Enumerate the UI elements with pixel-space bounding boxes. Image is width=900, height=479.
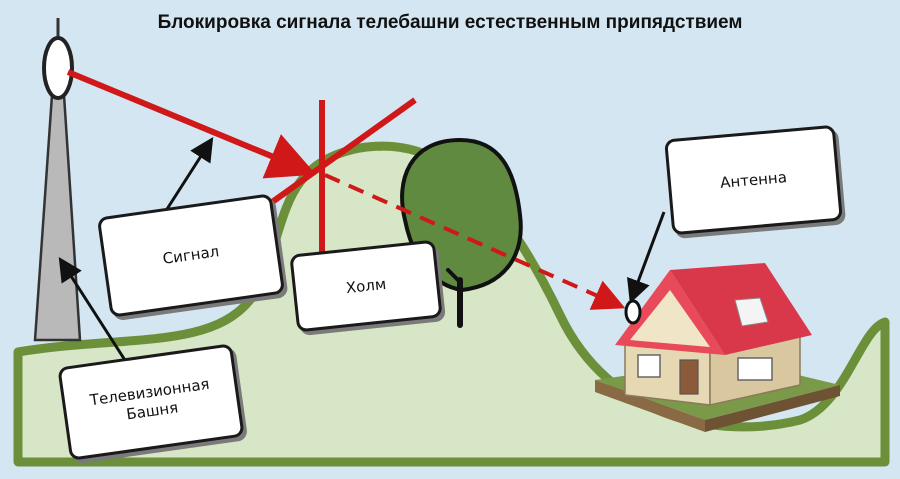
signal-ray: [68, 72, 305, 170]
hill-label-text: Холм: [345, 275, 387, 298]
diagram-title: Блокировка сигнала телебашни естественны…: [0, 12, 900, 34]
antenna-icon: [626, 301, 640, 323]
tv-tower-icon: [35, 18, 80, 340]
antenna-label-text: Антенна: [719, 168, 787, 193]
antenna-label: Антенна: [664, 125, 843, 236]
signal-label-text: Сигнал: [162, 242, 221, 268]
hill-label: Холм: [289, 240, 442, 333]
